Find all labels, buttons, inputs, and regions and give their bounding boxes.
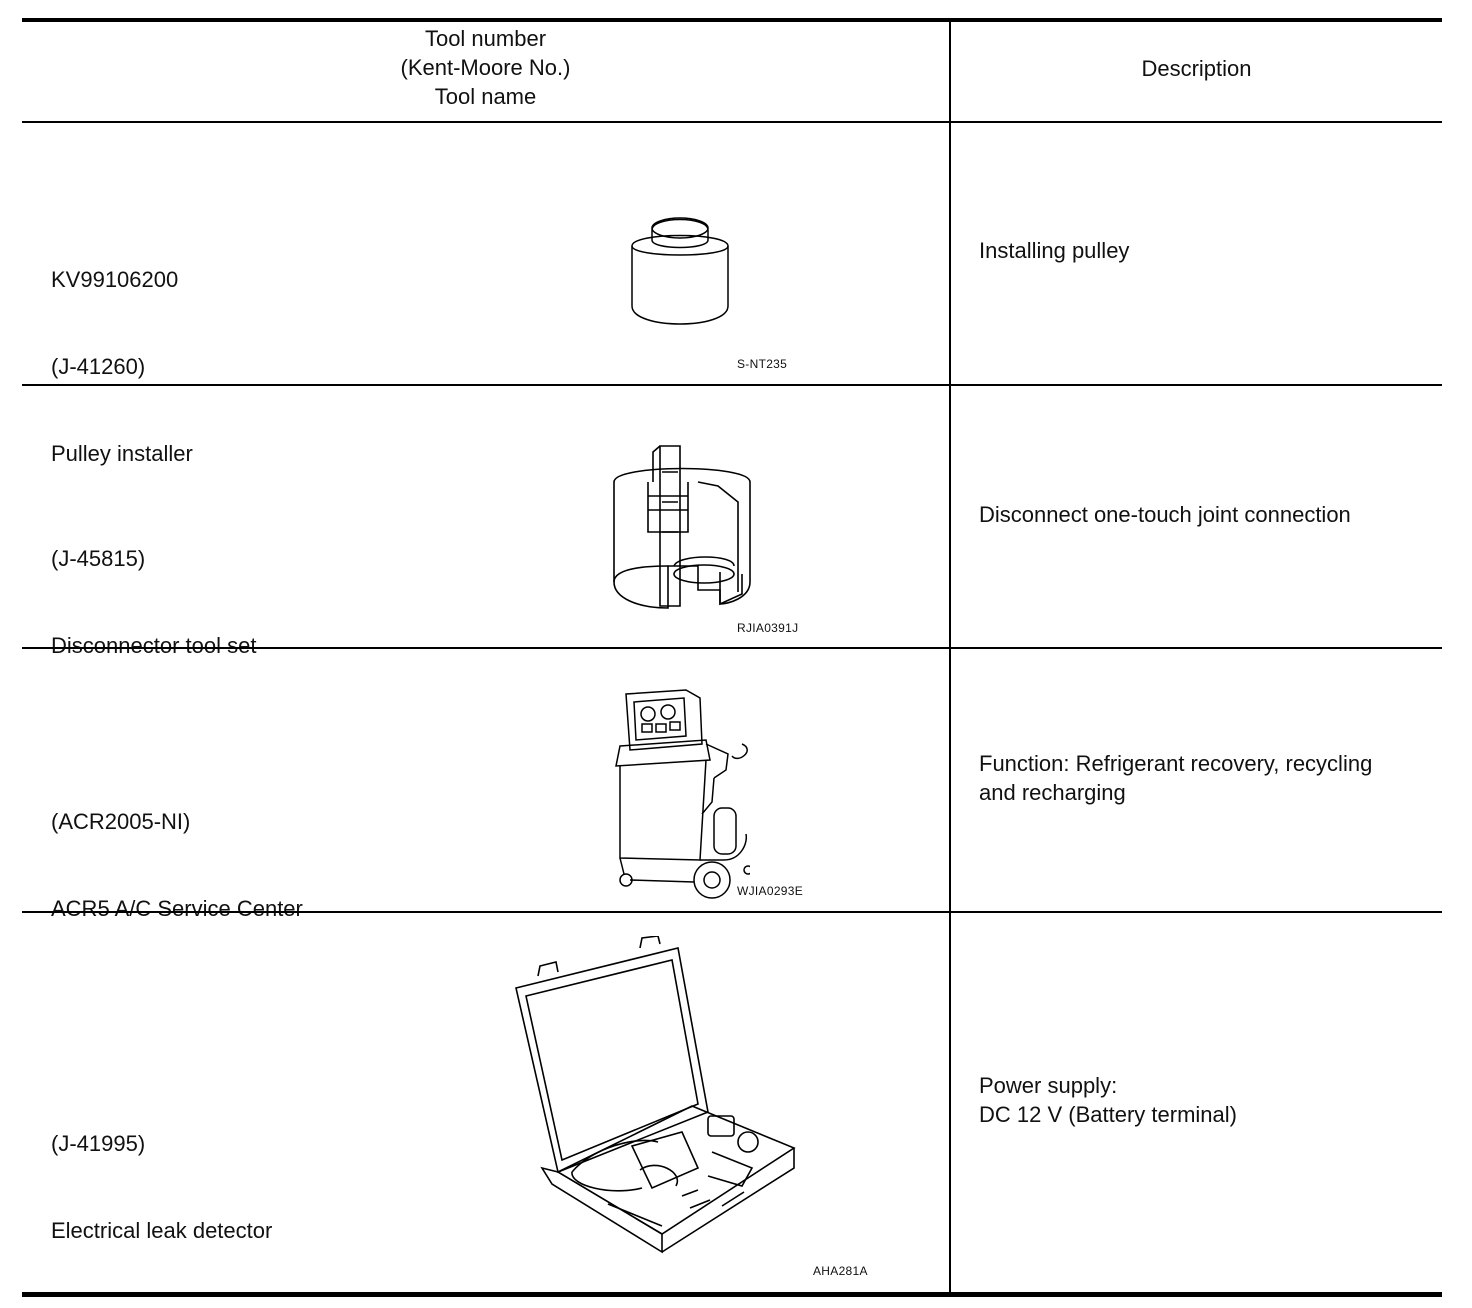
description-line: DC 12 V (Battery terminal) bbox=[979, 1102, 1237, 1127]
row-separator bbox=[22, 911, 1442, 913]
column-divider bbox=[949, 20, 951, 1294]
tool-cell: (ACR2005-NI) ACR5 A/C Service Center bbox=[51, 749, 303, 981]
tool-name: Disconnector tool set bbox=[51, 633, 257, 658]
tool-number: KV99106200 bbox=[51, 267, 179, 292]
description-line: and recharging bbox=[979, 780, 1126, 805]
header-line-kent-moore: (Kent-Moore No.) bbox=[400, 55, 571, 80]
description-cell: Installing pulley bbox=[979, 236, 1419, 265]
pulley-installer-illustration bbox=[630, 206, 730, 330]
description-line: Power supply: bbox=[979, 1073, 1118, 1098]
kent-moore-number: (ACR2005-NI) bbox=[51, 809, 191, 834]
figure-code: RJIA0391J bbox=[737, 621, 799, 635]
header-description: Description bbox=[1141, 56, 1252, 81]
tool-name: Electrical leak detector bbox=[51, 1218, 273, 1243]
row-separator bbox=[22, 384, 1442, 386]
description-line: Function: Refrigerant recovery, recyclin… bbox=[979, 751, 1373, 776]
figure-code: AHA281A bbox=[813, 1264, 868, 1278]
description-cell: Power supply: DC 12 V (Battery terminal) bbox=[979, 1071, 1419, 1129]
description-cell: Disconnect one-touch joint connection bbox=[979, 500, 1419, 529]
kent-moore-number: (J-41260) bbox=[51, 354, 146, 379]
figure-code: S-NT235 bbox=[737, 357, 788, 371]
table-top-rule bbox=[22, 18, 1442, 22]
table-bottom-rule bbox=[22, 1292, 1442, 1297]
ac-service-center-illustration bbox=[606, 684, 750, 906]
special-tools-table: Tool number (Kent-Moore No.) Tool name D… bbox=[22, 18, 1442, 1298]
leak-detector-case-illustration bbox=[512, 936, 802, 1256]
tool-name: ACR5 A/C Service Center bbox=[51, 896, 303, 921]
tool-name: Pulley installer bbox=[51, 441, 193, 466]
description-line: Disconnect one-touch joint connection bbox=[979, 502, 1351, 527]
kent-moore-number: (J-45815) bbox=[51, 546, 146, 571]
description-line: Installing pulley bbox=[979, 238, 1130, 263]
header-line-tool-name: Tool name bbox=[434, 84, 537, 109]
figure-code: WJIA0293E bbox=[737, 884, 804, 898]
description-cell: Function: Refrigerant recovery, recyclin… bbox=[979, 749, 1419, 807]
tool-cell: KV99106200 (J-41260) Pulley installer bbox=[51, 207, 193, 526]
kent-moore-number: (J-41995) bbox=[51, 1131, 146, 1156]
header-line-tool-number: Tool number bbox=[424, 26, 547, 51]
header-tool-number: Tool number (Kent-Moore No.) Tool name bbox=[22, 24, 949, 111]
disconnector-tool-illustration bbox=[608, 442, 758, 618]
tool-cell: (J-45815) Disconnector tool set bbox=[51, 486, 256, 718]
header-separator bbox=[22, 121, 1442, 123]
tool-cell: (J-41995) Electrical leak detector bbox=[51, 1071, 272, 1303]
row-separator bbox=[22, 647, 1442, 649]
